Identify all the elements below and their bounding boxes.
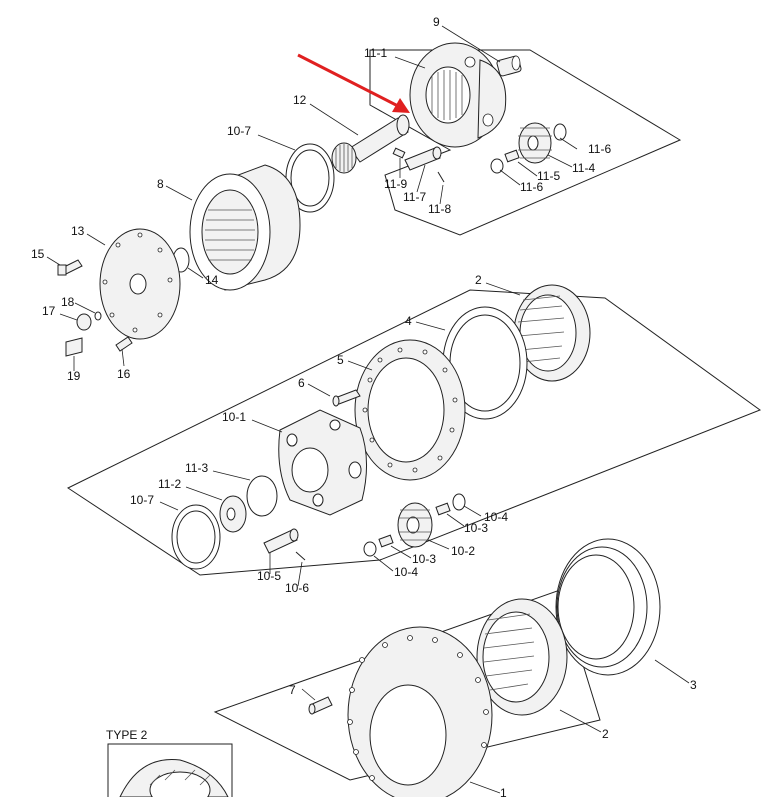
label-11-2: 11-2 xyxy=(158,477,181,491)
label-14: 14 xyxy=(205,273,219,287)
washer-11-6a xyxy=(553,123,567,141)
carrier-10-1 xyxy=(278,409,368,516)
pin-11-8 xyxy=(437,171,445,183)
snap-ring-11-3 xyxy=(246,475,278,517)
label-1: 1 xyxy=(500,786,507,797)
washer-11-6b xyxy=(490,158,504,174)
bolt-6 xyxy=(332,389,361,407)
label-17: 17 xyxy=(42,304,56,318)
bolt-15 xyxy=(57,259,83,276)
label-10-5: 10-5 xyxy=(257,569,281,583)
pin-7 xyxy=(308,696,333,715)
bearing-2-top xyxy=(513,284,591,382)
lower-group-outline xyxy=(213,589,601,781)
label-4: 4 xyxy=(405,314,412,328)
pin-11-7 xyxy=(404,146,442,171)
label-15: 15 xyxy=(31,247,45,261)
label-11-6-top: 11-6 xyxy=(588,142,611,156)
ring-4 xyxy=(442,306,528,420)
bearing-2-bottom xyxy=(476,598,568,716)
sun-gear-11-2 xyxy=(219,495,247,533)
label-2-bottom: 2 xyxy=(602,727,609,741)
label-11-1: 11-1 xyxy=(364,46,387,60)
label-10-7-mid: 10-7 xyxy=(130,493,154,507)
label-10-4-left: 10-4 xyxy=(394,565,418,579)
needle-bearing-10-3a xyxy=(435,502,451,516)
pin-9 xyxy=(496,55,522,77)
part-labels: 9 11-1 12 10-7 8 11-6 11-4 11-5 11-6 11-… xyxy=(31,15,697,797)
label-6: 6 xyxy=(298,376,305,390)
spring-pin-11-9 xyxy=(392,147,406,159)
o-ring-18 xyxy=(94,311,102,321)
plug-17 xyxy=(76,313,92,331)
washer-10-4b xyxy=(363,541,377,557)
carrier-11-1 xyxy=(409,42,507,148)
needle-bearing-10-3b xyxy=(378,534,394,548)
label-8: 8 xyxy=(157,177,164,191)
type-2-label: TYPE 2 xyxy=(106,728,148,742)
thrust-washer-10-7-mid xyxy=(171,504,221,570)
label-7: 7 xyxy=(289,683,296,697)
highlight-arrow xyxy=(297,53,410,113)
leader-lines xyxy=(46,25,690,794)
label-5: 5 xyxy=(337,353,344,367)
label-11-6-bottom: 11-6 xyxy=(520,180,543,194)
type2-inset xyxy=(107,743,233,797)
middle-group-outline xyxy=(66,289,762,576)
label-10-1: 10-1 xyxy=(222,410,246,424)
label-10-4-right: 10-4 xyxy=(484,510,508,524)
label-10-7-top: 10-7 xyxy=(227,124,251,138)
label-11-3: 11-3 xyxy=(185,461,208,475)
label-18: 18 xyxy=(61,295,75,309)
pin-10-6 xyxy=(295,551,306,561)
label-10-3-right: 10-3 xyxy=(464,521,488,535)
shaft-12 xyxy=(331,114,410,174)
pin-10-5 xyxy=(263,528,299,554)
label-19: 19 xyxy=(67,369,81,383)
label-10-2: 10-2 xyxy=(451,544,475,558)
label-9: 9 xyxy=(433,15,440,29)
label-11-5: 11-5 xyxy=(537,169,560,183)
bolt-16 xyxy=(115,336,133,352)
planet-gear-10-2 xyxy=(397,502,433,548)
planet-gear-11-4 xyxy=(518,122,552,164)
cover-plate-13 xyxy=(99,228,181,340)
needle-bearing-11-5 xyxy=(504,149,520,163)
housing-1 xyxy=(347,626,493,797)
hub-5 xyxy=(354,339,466,481)
label-11-7: 11-7 xyxy=(403,190,426,204)
label-11-9: 11-9 xyxy=(384,177,407,191)
label-16: 16 xyxy=(117,367,131,381)
needle-cage-8 xyxy=(189,164,301,291)
thrust-washer-10-7-top xyxy=(285,143,335,213)
seal-3 xyxy=(555,538,661,676)
name-plate-19 xyxy=(65,337,83,357)
label-3: 3 xyxy=(690,678,697,692)
label-11-8: 11-8 xyxy=(428,202,451,216)
label-10-3-left: 10-3 xyxy=(412,552,436,566)
label-11-4: 11-4 xyxy=(572,161,595,175)
label-13: 13 xyxy=(71,224,85,238)
label-10-6: 10-6 xyxy=(285,581,309,595)
label-12: 12 xyxy=(293,93,307,107)
washer-10-4a xyxy=(452,493,466,511)
label-2-top: 2 xyxy=(475,273,482,287)
